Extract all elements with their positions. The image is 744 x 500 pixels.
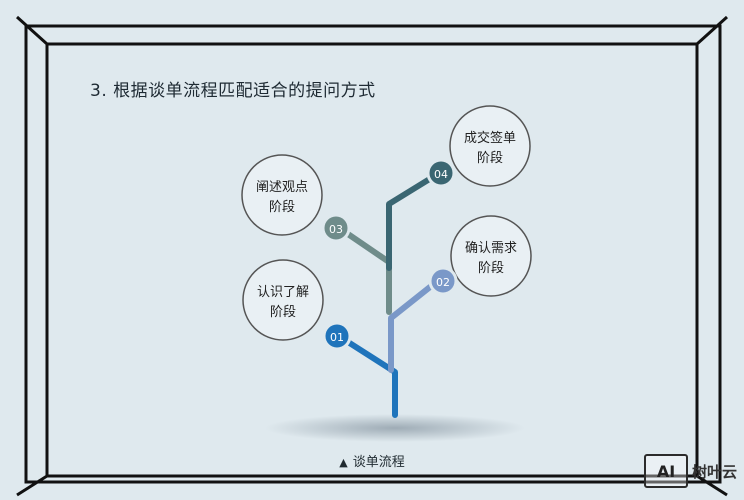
corner-line-bl — [16, 474, 48, 497]
section-title: 3. 根据谈单流程匹配适合的提问方式 — [90, 81, 376, 101]
stage-03-number: 03 — [329, 223, 343, 236]
stage-01-bubble — [242, 259, 324, 341]
stage-03-line1: 阐述观点 — [256, 180, 308, 195]
watermark-logo: AI — [644, 454, 688, 488]
stage-03-bubble — [241, 154, 323, 236]
ground-shadow — [265, 414, 525, 442]
stage-04-line1: 成交签单 — [464, 130, 516, 146]
stage-03: 阐述观点 阶段 03 — [241, 154, 351, 243]
stage-03-number-badge — [321, 213, 351, 243]
stage-02-line1: 确认需求 — [465, 241, 517, 256]
stage-04-line2: 阶段 — [477, 151, 503, 166]
outer-border — [24, 24, 722, 484]
diagram-caption: ▲ 谈单流程 — [0, 451, 744, 470]
branch-03 — [334, 224, 392, 315]
triangle-icon: ▲ — [339, 456, 348, 469]
stage-01-line1: 认识了解 — [257, 285, 309, 300]
stage-04: 成交签单 阶段 04 — [426, 105, 531, 188]
stage-04-bubble — [449, 105, 531, 187]
corner-line-tr — [695, 15, 729, 46]
stage-02-number: 02 — [436, 276, 450, 289]
stage-04-number-badge — [426, 158, 456, 188]
watermark-text: 树叶云 — [692, 462, 738, 481]
watermark: AI 树叶云 — [644, 454, 738, 488]
stage-04-number: 04 — [434, 168, 448, 181]
stage-01-number-badge — [322, 321, 352, 351]
stage-02-line2: 阶段 — [478, 261, 504, 276]
branch-04 — [386, 172, 441, 271]
stage-02-number-badge — [428, 266, 458, 296]
branch-02 — [388, 279, 443, 373]
inner-border — [45, 42, 699, 478]
stage-01: 认识了解 阶段 01 — [242, 259, 352, 351]
branch-01 — [335, 333, 398, 418]
stage-03-line2: 阶段 — [269, 200, 295, 215]
stage-01-number: 01 — [330, 331, 344, 344]
stage-01-line2: 阶段 — [270, 305, 296, 320]
corner-line-tl — [15, 15, 49, 46]
stage-02: 确认需求 阶段 02 — [428, 215, 532, 297]
caption-text: 谈单流程 — [352, 455, 405, 470]
stage-02-bubble — [450, 215, 532, 297]
corner-line-br — [696, 474, 728, 497]
